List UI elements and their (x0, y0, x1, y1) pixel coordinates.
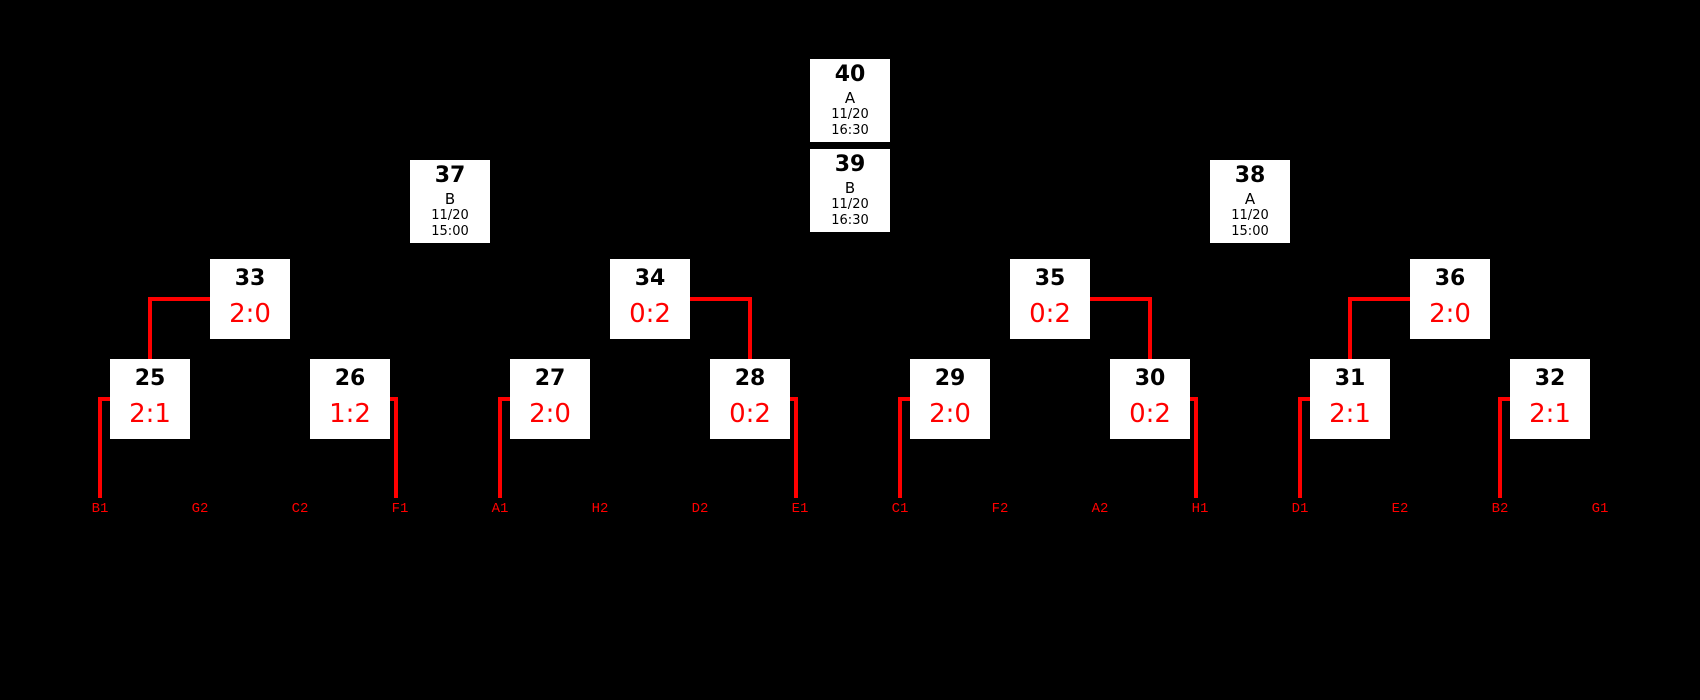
match-number: 29 (934, 366, 966, 391)
match-score: 0:2 (629, 299, 671, 329)
match-date: 11/20 (431, 208, 469, 223)
match-box-25[interactable]: 25 2:1 (110, 359, 190, 439)
match-number: 33 (234, 266, 266, 291)
winner-line-A1-m27-h (498, 397, 510, 401)
team-label-D1: D1 (1291, 501, 1309, 517)
team-label-C1: C1 (891, 501, 909, 517)
winner-line-m28-m34-v (748, 297, 752, 359)
match-group: A (844, 89, 856, 107)
winner-line-H1-m30-v (1194, 397, 1198, 498)
match-time: 15:00 (431, 224, 469, 239)
winner-line-m25-m33-v (148, 297, 152, 359)
team-label-E2: E2 (1391, 501, 1409, 517)
team-label-B2: B2 (1491, 501, 1509, 517)
match-box-30[interactable]: 30 0:2 (1110, 359, 1190, 439)
winner-line-E1-m28-v (794, 397, 798, 498)
team-label-H2: H2 (591, 501, 609, 517)
match-number: 25 (134, 366, 166, 391)
match-time: 16:30 (831, 123, 869, 138)
winner-line-m28-m34-h (690, 297, 752, 301)
match-number: 34 (634, 266, 666, 291)
winner-line-B1-m25-h (98, 397, 110, 401)
winner-line-B2-m32-h (1498, 397, 1510, 401)
team-label-E1: E1 (791, 501, 809, 517)
team-label-F1: F1 (391, 501, 409, 517)
match-date: 11/20 (831, 197, 869, 212)
match-box-31[interactable]: 31 2:1 (1310, 359, 1390, 439)
match-score: 2:0 (529, 399, 571, 429)
winner-line-D1-m31-v (1298, 397, 1302, 498)
match-number: 39 (834, 152, 866, 177)
match-score: 0:2 (1129, 399, 1171, 429)
match-group: A (1244, 190, 1256, 208)
winner-line-C1-m29-h (898, 397, 910, 401)
match-number: 38 (1234, 163, 1266, 188)
team-label-B1: B1 (91, 501, 109, 517)
winner-line-m25-m33-h (148, 297, 210, 301)
team-label-F2: F2 (991, 501, 1009, 517)
winner-line-C1-m29-v (898, 397, 902, 498)
team-label-G2: G2 (191, 501, 209, 517)
match-score: 2:1 (1529, 399, 1571, 429)
match-score: 0:2 (729, 399, 771, 429)
match-box-27[interactable]: 27 2:0 (510, 359, 590, 439)
match-number: 32 (1534, 366, 1566, 391)
match-box-26[interactable]: 26 1:2 (310, 359, 390, 439)
match-number: 30 (1134, 366, 1166, 391)
team-label-C2: C2 (291, 501, 309, 517)
winner-line-m31-m36-h (1348, 297, 1410, 301)
match-number: 36 (1434, 266, 1466, 291)
team-label-A2: A2 (1091, 501, 1109, 517)
match-box-33[interactable]: 33 2:0 (210, 259, 290, 339)
winner-line-D1-m31-h (1298, 397, 1310, 401)
match-date: 11/20 (1231, 208, 1269, 223)
match-box-28[interactable]: 28 0:2 (710, 359, 790, 439)
match-box-34[interactable]: 34 0:2 (610, 259, 690, 339)
match-number: 35 (1034, 266, 1066, 291)
match-score: 2:0 (1429, 299, 1471, 329)
winner-line-m31-m36-v (1348, 297, 1352, 359)
match-number: 28 (734, 366, 766, 391)
match-date: 11/20 (831, 107, 869, 122)
winner-line-A1-m27-v (498, 397, 502, 498)
team-label-D2: D2 (691, 501, 709, 517)
match-box-38[interactable]: 38 A 11/20 15:00 (1210, 160, 1290, 243)
match-score: 2:0 (929, 399, 971, 429)
winner-line-m30-m35-h (1090, 297, 1152, 301)
match-number: 31 (1334, 366, 1366, 391)
team-label-H1: H1 (1191, 501, 1209, 517)
match-number: 37 (434, 163, 466, 188)
match-number: 27 (534, 366, 566, 391)
match-group: B (844, 179, 856, 197)
match-number: 26 (334, 366, 366, 391)
match-time: 15:00 (1231, 224, 1269, 239)
match-box-37[interactable]: 37 B 11/20 15:00 (410, 160, 490, 243)
match-time: 16:30 (831, 213, 869, 228)
team-label-G1: G1 (1591, 501, 1609, 517)
match-score: 0:2 (1029, 299, 1071, 329)
match-number: 40 (834, 62, 866, 87)
match-box-29[interactable]: 29 2:0 (910, 359, 990, 439)
winner-line-B2-m32-v (1498, 397, 1502, 498)
match-score: 2:1 (129, 399, 171, 429)
match-box-39[interactable]: 39 B 11/20 16:30 (810, 149, 890, 232)
winner-line-m30-m35-v (1148, 297, 1152, 359)
match-score: 1:2 (329, 399, 371, 429)
match-group: B (444, 190, 456, 208)
match-box-40[interactable]: 40 A 11/20 16:30 (810, 59, 890, 142)
match-score: 2:0 (229, 299, 271, 329)
team-label-A1: A1 (491, 501, 509, 517)
match-score: 2:1 (1329, 399, 1371, 429)
match-box-32[interactable]: 32 2:1 (1510, 359, 1590, 439)
match-box-36[interactable]: 36 2:0 (1410, 259, 1490, 339)
winner-line-F1-m26-v (394, 397, 398, 498)
match-box-35[interactable]: 35 0:2 (1010, 259, 1090, 339)
winner-line-B1-m25-v (98, 397, 102, 498)
